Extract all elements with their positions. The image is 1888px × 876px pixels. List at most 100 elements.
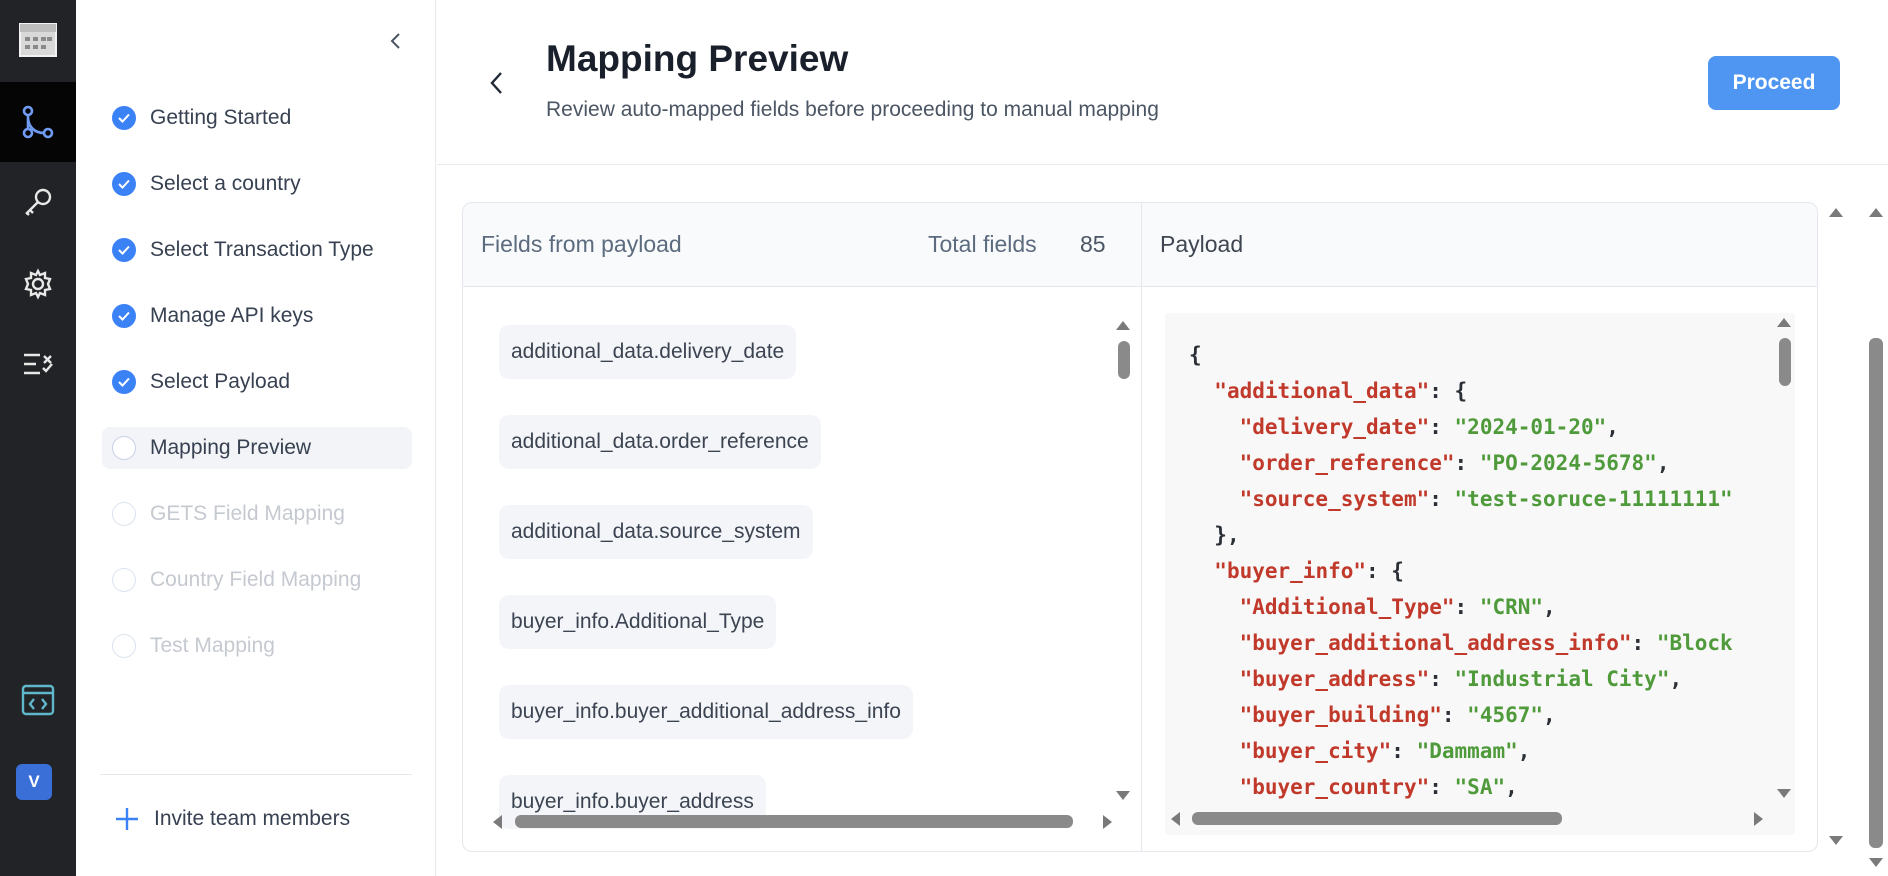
horizontal-scrollbar[interactable]: [515, 815, 1073, 828]
step-getting-started[interactable]: Getting Started: [102, 97, 412, 139]
step-country-field-mapping: Country Field Mapping: [102, 559, 412, 601]
field-chip[interactable]: additional_data.order_reference: [499, 415, 821, 469]
step-test-mapping: Test Mapping: [102, 625, 412, 667]
sidebar-divider: [100, 774, 412, 775]
json-value: "test-soruce-11111111": [1454, 487, 1733, 511]
json-key: "order_reference": [1239, 451, 1455, 475]
json-value: "Block: [1656, 631, 1746, 655]
total-fields-label: Total fields: [928, 231, 1037, 257]
scroll-up-arrow[interactable]: [1116, 321, 1130, 330]
field-chip[interactable]: buyer_info.Additional_Type: [499, 595, 777, 649]
code-window-icon[interactable]: [0, 660, 76, 740]
horizontal-scrollbar[interactable]: [1192, 812, 1562, 825]
scroll-up-arrow[interactable]: [1777, 318, 1791, 327]
field-chip[interactable]: additional_data.delivery_date: [499, 325, 797, 379]
json-value: "CRN": [1479, 595, 1544, 619]
step-manage-api-keys[interactable]: Manage API keys: [102, 295, 412, 337]
json-value: "PO-2024-5678": [1479, 451, 1657, 475]
panel-header: Fields from payload Total fields 85 Payl…: [463, 203, 1817, 287]
json-key: "additional_data": [1214, 379, 1430, 403]
field-chip[interactable]: additional_data.source_system: [499, 505, 813, 559]
step-circle-icon: [112, 502, 136, 526]
invite-team-button[interactable]: Invite team members: [114, 806, 350, 832]
json-key: "buyer_address": [1239, 667, 1430, 691]
json-line: "additional_data": {: [1214, 379, 1468, 403]
workflow-icon[interactable]: [0, 82, 76, 162]
page-subtitle: Review auto-mapped fields before proceed…: [546, 98, 1159, 121]
step-select-payload[interactable]: Select Payload: [102, 361, 412, 403]
step-mapping-preview[interactable]: Mapping Preview: [102, 427, 412, 469]
step-label: Getting Started: [150, 106, 292, 129]
fields-heading: Fields from payload: [481, 231, 682, 257]
json-line: "buyer_city": "Dammam",: [1239, 739, 1531, 763]
key-icon[interactable]: [0, 162, 76, 242]
page-title: Mapping Preview: [546, 38, 849, 79]
json-line: },: [1214, 523, 1240, 547]
panel-divider: [1141, 203, 1142, 851]
step-circle-icon: [112, 436, 136, 460]
step-label: Test Mapping: [150, 634, 275, 657]
field-chip[interactable]: buyer_info.buyer_additional_address_info: [499, 685, 913, 739]
scroll-left-arrow[interactable]: [1171, 812, 1180, 826]
step-circle-icon: [112, 634, 136, 658]
step-label: Select Payload: [150, 370, 291, 393]
json-value: "4567": [1467, 703, 1544, 727]
field-list: additional_data.delivery_date additional…: [463, 287, 1141, 851]
mapping-panel: Fields from payload Total fields 85 Payl…: [462, 202, 1818, 852]
payload-heading: Payload: [1160, 231, 1244, 257]
json-line: "buyer_info": {: [1214, 559, 1404, 583]
vertical-scrollbar[interactable]: [1118, 341, 1130, 379]
step-label: GETS Field Mapping: [150, 502, 345, 525]
json-value: "Industrial City": [1454, 667, 1670, 691]
json-value: "2024-01-20": [1454, 415, 1607, 439]
checklist-icon[interactable]: [0, 324, 76, 404]
scroll-left-arrow[interactable]: [493, 815, 502, 829]
step-select-country[interactable]: Select a country: [102, 163, 412, 205]
json-key: "buyer_country": [1239, 775, 1430, 799]
step-gets-field-mapping: GETS Field Mapping: [102, 493, 412, 535]
step-select-transaction-type[interactable]: Select Transaction Type: [102, 229, 412, 271]
page-vertical-scrollbar[interactable]: [1869, 338, 1883, 848]
scroll-right-arrow[interactable]: [1754, 812, 1763, 826]
step-label: Mapping Preview: [150, 436, 312, 459]
json-line: "delivery_date": "2024-01-20",: [1239, 415, 1619, 439]
json-key: "Additional_Type": [1239, 595, 1455, 619]
plus-icon: [116, 808, 138, 830]
scroll-down-arrow[interactable]: [1777, 789, 1791, 798]
json-line: "buyer_additional_address_info": "Block: [1239, 631, 1746, 655]
chevron-left-icon: [390, 33, 400, 49]
scroll-right-arrow[interactable]: [1103, 815, 1112, 829]
back-button[interactable]: [481, 66, 511, 100]
vertical-scrollbar[interactable]: [1779, 338, 1791, 386]
step-label: Manage API keys: [150, 304, 314, 327]
check-icon: [112, 106, 136, 130]
scroll-up-arrow[interactable]: [1829, 208, 1843, 217]
page-scroll-down-arrow[interactable]: [1869, 858, 1883, 867]
json-value: "SA": [1454, 775, 1506, 799]
step-label: Select a country: [150, 172, 301, 195]
json-line: "buyer_address": "Industrial City",: [1239, 667, 1683, 691]
steps-sidebar: Getting Started Select a country Select …: [76, 0, 436, 876]
calendar-icon[interactable]: [0, 0, 76, 80]
app-rail: V: [0, 0, 76, 876]
page-scroll-up-arrow[interactable]: [1869, 208, 1883, 217]
json-line: {: [1189, 343, 1202, 367]
json-value: "Dammam": [1416, 739, 1518, 763]
scroll-down-arrow[interactable]: [1829, 836, 1843, 845]
page-header: Mapping Preview Review auto-mapped field…: [437, 0, 1888, 165]
step-label: Country Field Mapping: [150, 568, 362, 591]
json-line: "source_system": "test-soruce-11111111": [1239, 487, 1733, 511]
json-key: "buyer_building": [1239, 703, 1442, 727]
json-line: "Additional_Type": "CRN",: [1239, 595, 1556, 619]
scroll-down-arrow[interactable]: [1116, 791, 1130, 800]
step-label: Select Transaction Type: [150, 238, 374, 261]
avatar[interactable]: V: [16, 764, 52, 800]
json-line: "order_reference": "PO-2024-5678",: [1239, 451, 1670, 475]
check-icon: [112, 304, 136, 328]
collapse-sidebar-button[interactable]: [382, 28, 408, 54]
check-icon: [112, 238, 136, 262]
gear-icon[interactable]: [0, 244, 76, 324]
proceed-button[interactable]: Proceed: [1708, 56, 1840, 110]
total-fields-count: 85: [1080, 231, 1106, 257]
json-line: "buyer_country": "SA",: [1239, 775, 1518, 799]
